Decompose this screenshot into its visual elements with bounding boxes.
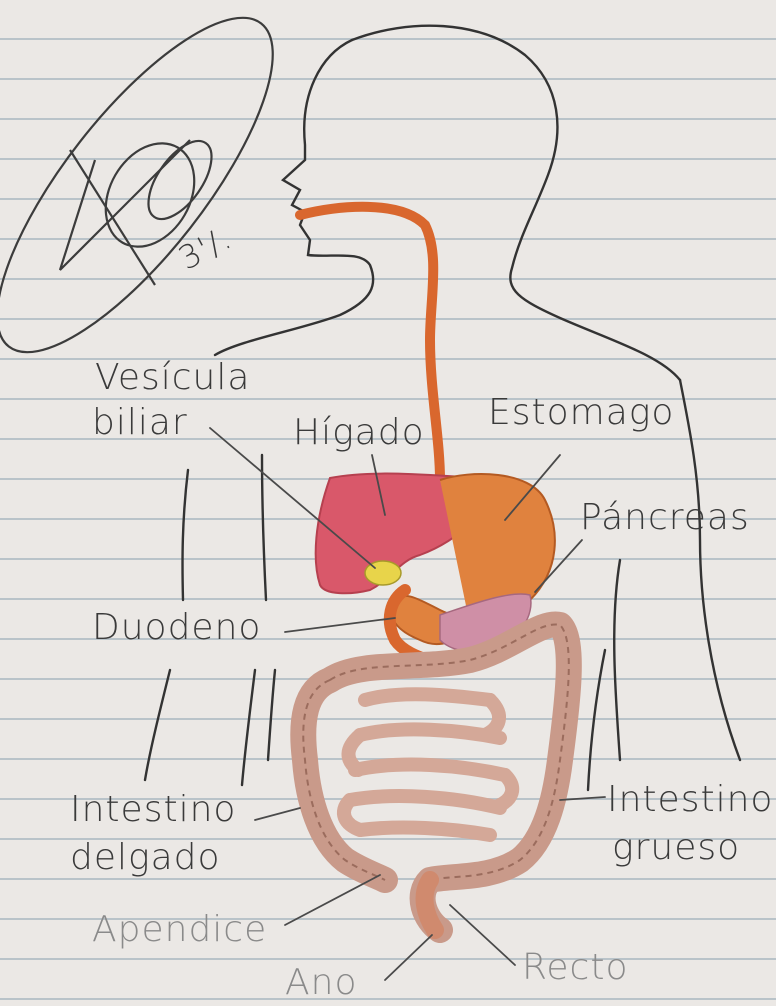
label-vesicula-line2: biliar [92,405,188,441]
label-intestino-grueso-line1: Intestino [607,782,773,818]
label-intestino-delgado-line2: delgado [70,840,221,876]
rectum [425,880,435,930]
label-apendice: Apendice [92,912,267,948]
label-intestino-delgado-line1: Intestino [70,792,236,828]
signature-scribble [0,0,316,390]
label-higado: Hígado [293,415,425,451]
label-estomago: Estomago [488,395,674,431]
label-duodeno: Duodeno [92,610,261,646]
label-intestino-grueso-line2: grueso [612,830,740,866]
label-recto: Recto [522,950,628,986]
label-vesicula-line1: Vesícula [95,360,250,396]
small-intestine [344,694,512,835]
label-pancreas: Páncreas [580,500,750,536]
label-ano: Ano [285,965,357,1001]
